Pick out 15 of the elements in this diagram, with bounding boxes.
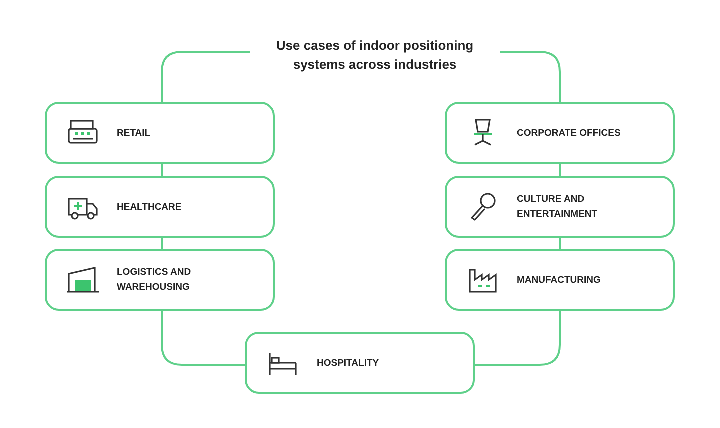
category-label: HOSPITALITY [317, 356, 380, 370]
category-label: CULTURE AND ENTERTAINMENT [517, 193, 599, 222]
category-card [45, 249, 275, 311]
category-card [445, 249, 675, 311]
category-card [445, 102, 675, 164]
category-label: LOGISTICS AND WAREHOUSING [117, 266, 192, 295]
category-card [245, 332, 475, 394]
category-label: HEALTHCARE [117, 200, 182, 214]
category-card [45, 176, 275, 238]
category-label: CORPORATE OFFICES [517, 126, 621, 140]
category-label: RETAIL [117, 126, 151, 140]
title: Use cases of indoor positioning systems across industries [275, 37, 475, 74]
category-label: MANUFACTURING [517, 274, 601, 288]
category-card [445, 176, 675, 238]
category-card [45, 102, 275, 164]
